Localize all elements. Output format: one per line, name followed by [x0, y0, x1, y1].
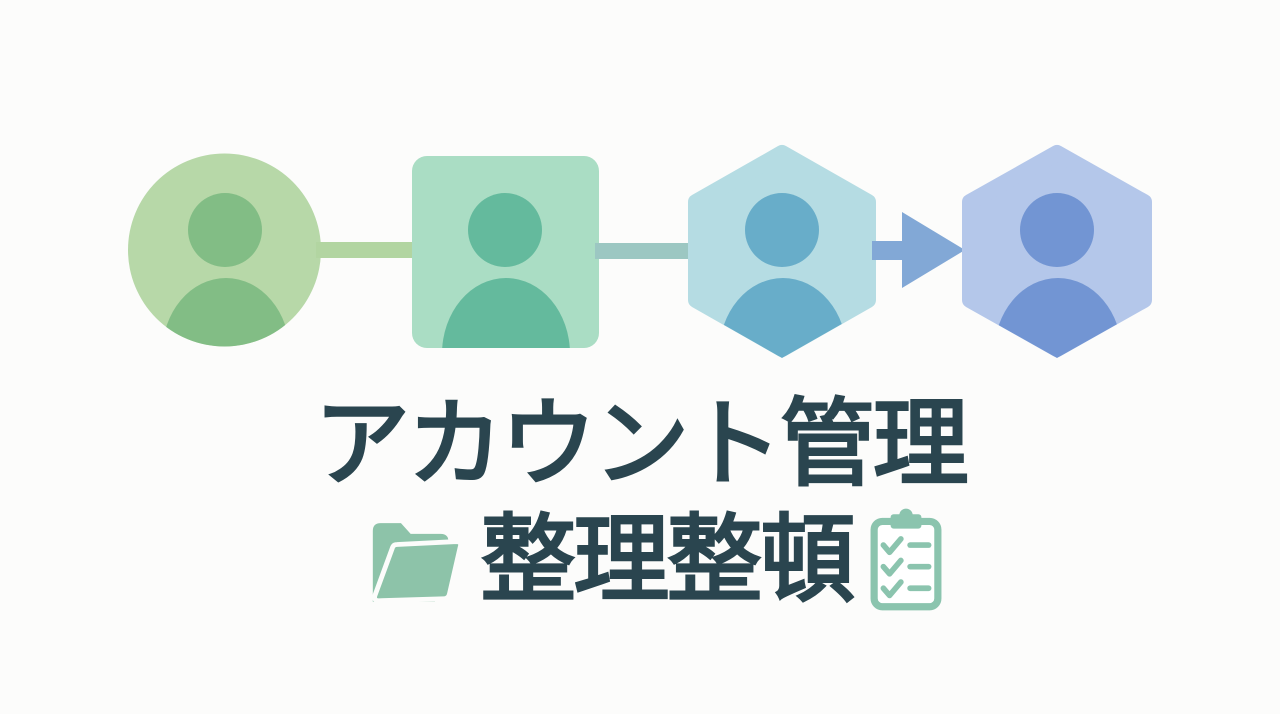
- user-head: [745, 193, 819, 267]
- avatar-shape-hexagon-2: [962, 145, 1152, 358]
- arrow-connector: [872, 212, 965, 288]
- check-mark-2: [880, 557, 904, 577]
- clipboard-knob: [899, 508, 913, 522]
- clipboard-checklist-icon: [870, 508, 942, 611]
- user-icon: [719, 193, 847, 358]
- connector-line-1: [316, 242, 416, 258]
- user-icon: [442, 193, 570, 348]
- user-head: [188, 193, 262, 267]
- avatar-shape-hexagon-1: [688, 145, 876, 358]
- avatar-shape-circle: [128, 153, 321, 347]
- arrow-head: [902, 212, 965, 288]
- check-mark-3: [880, 579, 904, 599]
- connector-line-1-bar: [316, 242, 416, 258]
- user-icon: [994, 193, 1122, 358]
- user-head: [1020, 193, 1094, 267]
- folder-icon: [372, 523, 464, 604]
- user-body: [442, 278, 570, 348]
- check-mark-1: [880, 536, 904, 556]
- user-head: [468, 193, 542, 267]
- user-body: [162, 278, 290, 347]
- connector-line-2: [595, 243, 692, 259]
- user-icon: [162, 193, 290, 347]
- subtitle-row: 整理整頓: [0, 508, 1280, 614]
- avatar-shape-square: [412, 156, 599, 348]
- folder-flap: [372, 539, 464, 604]
- page-title: アカウント管理: [314, 388, 969, 500]
- user-body: [994, 278, 1122, 358]
- subtitle-text: 整理整頓: [480, 504, 855, 617]
- connector-line-2-bar: [595, 243, 692, 259]
- user-body: [719, 278, 847, 358]
